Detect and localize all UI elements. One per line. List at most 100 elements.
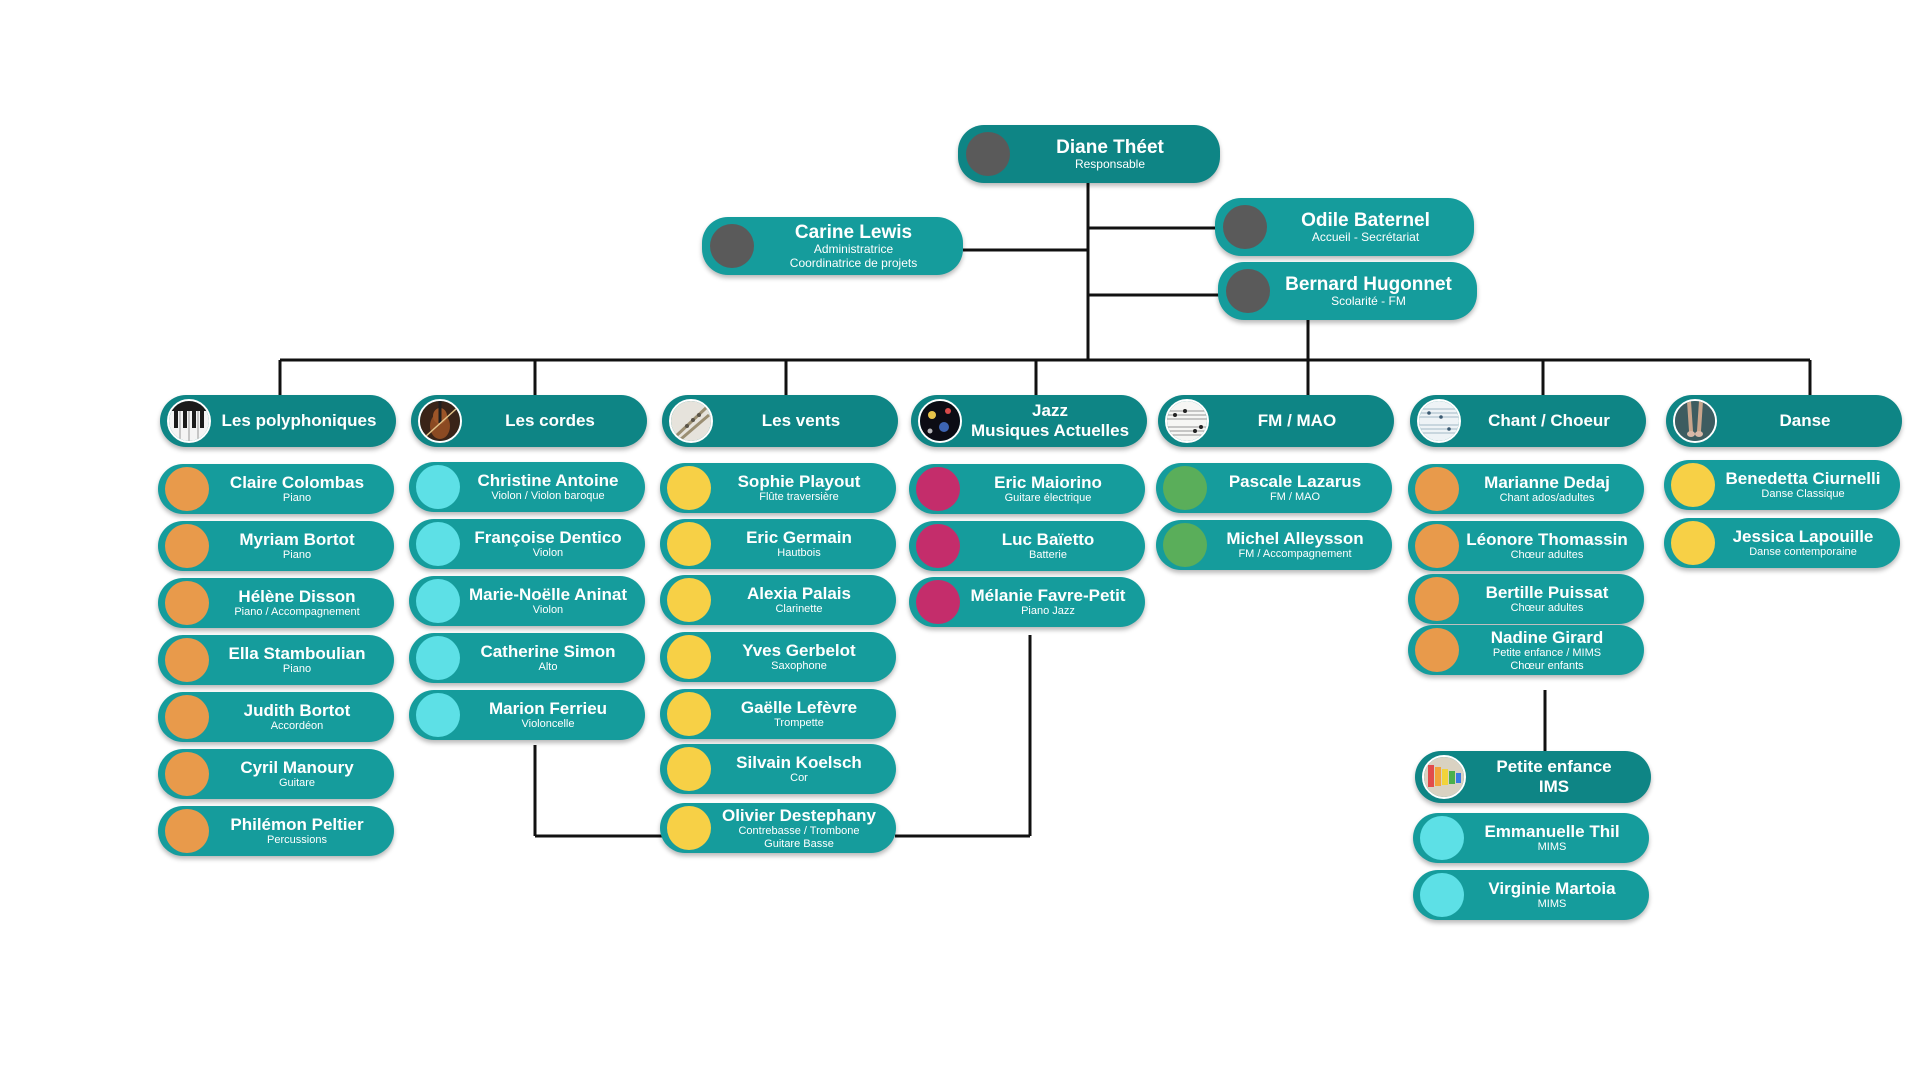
- member-name: Catherine Simon: [480, 642, 616, 662]
- member-role: Guitare électrique: [1004, 492, 1092, 505]
- responsable-role: Responsable: [1074, 156, 1146, 171]
- member-avatar: [1420, 873, 1464, 917]
- member-role-2: Guitare Basse: [764, 837, 834, 850]
- scolarite-role: Scolarité - FM: [1331, 293, 1406, 308]
- group-title-label: Les cordes: [505, 411, 595, 431]
- member-avatar: [165, 581, 209, 625]
- member-role: Hautbois: [777, 547, 821, 560]
- member-role: MIMS: [1537, 898, 1567, 911]
- member-name: Myriam Bortot: [239, 530, 355, 550]
- member-avatar: [667, 692, 711, 736]
- member-avatar: [165, 752, 209, 796]
- member-name: Jessica Lapouille: [1732, 527, 1874, 547]
- member-avatar: [416, 693, 460, 737]
- group-title-fm-mao: FM / MAO: [1158, 395, 1394, 447]
- group-title-text: Les cordes: [463, 395, 637, 447]
- member-avatar: [416, 522, 460, 566]
- member-avatar: [165, 695, 209, 739]
- group-title-text: Les polyphoniques: [212, 395, 386, 447]
- flute-icon: [669, 399, 713, 443]
- member-name: Judith Bortot: [243, 701, 351, 721]
- member-avatar: [1163, 523, 1207, 567]
- member-avatar: [667, 635, 711, 679]
- member-avatar: [667, 466, 711, 510]
- member-avatar: [416, 579, 460, 623]
- member-avatar: [1415, 628, 1459, 672]
- member-avatar: [416, 465, 460, 509]
- member-avatar: [1420, 816, 1464, 860]
- scolarite-node: Bernard Hugonnet Scolarité - FM: [1218, 262, 1477, 320]
- member-name: Christine Antoine: [477, 471, 619, 491]
- member-name: Nadine Girard: [1490, 628, 1604, 648]
- member-name: Léonore Thomassin: [1466, 530, 1628, 550]
- group-title-label-2: IMS: [1538, 777, 1570, 796]
- member-avatar: [165, 809, 209, 853]
- member-name: Yves Gerbelot: [742, 641, 856, 661]
- member-name: Françoise Dentico: [474, 528, 622, 548]
- sheet-music-icon: [1165, 399, 1209, 443]
- member-role: Violon / Violon baroque: [491, 490, 605, 503]
- member-role: FM / MAO: [1269, 491, 1321, 504]
- member-name: Marie-Noëlle Aninat: [468, 585, 628, 605]
- member-avatar: [916, 524, 960, 568]
- administratrice-role-2: Coordinatrice de projets: [789, 255, 918, 270]
- member-name: Eric Maiorino: [994, 473, 1102, 493]
- member-name: Marianne Dedaj: [1484, 473, 1610, 493]
- member-avatar: [1415, 467, 1459, 511]
- responsable-node: Diane Théet Responsable: [958, 125, 1220, 183]
- group-title-text: Danse: [1718, 395, 1892, 447]
- member-name: Marion Ferrieu: [488, 699, 608, 719]
- administratrice-avatar: [710, 224, 754, 268]
- scolarite-avatar: [1226, 269, 1270, 313]
- member-role: Chœur adultes: [1510, 549, 1584, 562]
- accueil-avatar: [1223, 205, 1267, 249]
- responsable-avatar: [966, 132, 1010, 176]
- group-title-label: Jazz: [1032, 401, 1068, 421]
- member-role: Accordéon: [270, 720, 324, 733]
- member-avatar: [916, 580, 960, 624]
- member-avatar: [1163, 466, 1207, 510]
- member-name: Mélanie Favre-Petit: [970, 586, 1126, 606]
- member-name: Sophie Playout: [737, 472, 861, 492]
- member-avatar: [667, 747, 711, 791]
- accueil-node: Odile Baternel Accueil - Secrétariat: [1215, 198, 1474, 256]
- cello-icon: [418, 399, 462, 443]
- member-avatar: [165, 638, 209, 682]
- member-role: Piano: [282, 492, 312, 505]
- member-avatar: [1671, 521, 1715, 565]
- scolarite-name: Bernard Hugonnet: [1285, 273, 1452, 295]
